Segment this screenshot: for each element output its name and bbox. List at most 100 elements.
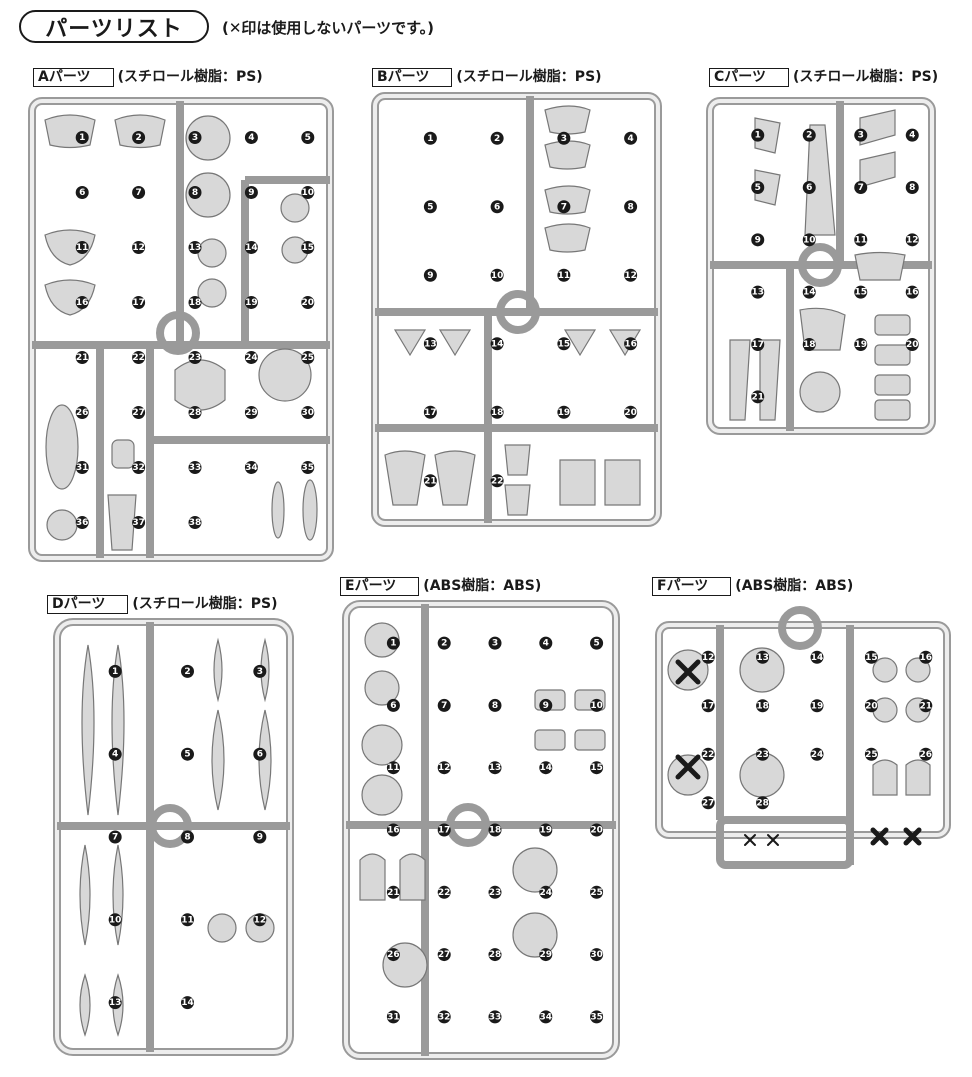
sheet-label-a: Aパーツ(スチロール樹脂：PS): [33, 66, 263, 87]
svg-text:12: 12: [254, 915, 267, 925]
svg-text:12: 12: [132, 243, 145, 253]
svg-text:13: 13: [751, 288, 764, 298]
part-number-d-6: 6: [253, 747, 267, 761]
svg-text:21: 21: [751, 392, 764, 402]
svg-text:29: 29: [540, 950, 553, 960]
part-number-e-1: 1: [386, 636, 400, 650]
sheet-tag-b: Bパーツ: [372, 68, 453, 87]
part-number-a-7: 7: [132, 186, 146, 199]
svg-text:15: 15: [302, 243, 315, 253]
part-number-a-22: 22: [132, 351, 146, 364]
runner-frame-f: [655, 606, 951, 869]
svg-text:4: 4: [627, 134, 633, 144]
part-number-b-9: 9: [423, 268, 437, 282]
svg-text:15: 15: [865, 653, 878, 663]
part-number-e-31: 31: [386, 1010, 400, 1024]
part-number-b-5: 5: [423, 200, 437, 214]
svg-text:24: 24: [245, 353, 258, 363]
svg-text:28: 28: [189, 408, 202, 418]
part-number-c-13: 13: [751, 285, 765, 299]
svg-text:30: 30: [590, 950, 603, 960]
part-number-a-2: 2: [132, 131, 146, 144]
svg-text:8: 8: [184, 833, 190, 843]
parts-f: [667, 647, 931, 798]
part-number-e-12: 12: [437, 761, 451, 775]
sheet-label-b: Bパーツ(スチロール樹脂：PS): [372, 66, 602, 87]
svg-text:17: 17: [132, 298, 145, 308]
part-number-e-18: 18: [488, 823, 502, 837]
svg-text:25: 25: [302, 353, 315, 363]
part-number-f-14: 14: [810, 650, 824, 664]
sheet-tag-c: Cパーツ: [709, 68, 789, 87]
part-number-e-35: 35: [590, 1010, 604, 1024]
part-number-a-14: 14: [244, 241, 258, 254]
part-number-b-7: 7: [557, 200, 571, 214]
part-number-a-11: 11: [75, 241, 89, 254]
part-number-f-13: 13: [756, 650, 770, 664]
svg-text:2: 2: [184, 667, 190, 677]
sheet-material-e: (ABS樹脂：ABS): [423, 578, 542, 594]
part-number-d-10: 10: [108, 913, 122, 927]
svg-text:12: 12: [438, 763, 451, 773]
svg-text:16: 16: [76, 298, 89, 308]
svg-text:32: 32: [132, 463, 145, 473]
part-number-c-15: 15: [854, 285, 868, 299]
svg-text:27: 27: [438, 950, 451, 960]
part-number-e-10: 10: [590, 698, 604, 712]
part-number-b-14: 14: [490, 337, 504, 351]
svg-text:9: 9: [755, 235, 761, 245]
part-number-e-5: 5: [590, 636, 604, 650]
svg-text:20: 20: [590, 826, 603, 836]
part-number-a-5: 5: [301, 131, 315, 144]
part-number-a-4: 4: [244, 131, 258, 144]
part-number-f-18: 18: [756, 699, 770, 713]
part-number-e-25: 25: [590, 885, 604, 899]
sheet-material-b: (スチロール樹脂：PS): [456, 69, 602, 85]
part-number-b-18: 18: [490, 405, 504, 419]
part-number-e-13: 13: [488, 761, 502, 775]
part-number-c-3: 3: [854, 128, 868, 142]
runner-frame-d: [53, 618, 294, 1056]
part-number-e-8: 8: [488, 698, 502, 712]
svg-text:36: 36: [76, 518, 89, 528]
part-number-d-13: 13: [108, 996, 122, 1010]
part-number-c-8: 8: [905, 181, 919, 194]
part-number-e-14: 14: [539, 761, 553, 775]
part-number-c-12: 12: [905, 233, 919, 247]
part-number-a-27: 27: [132, 406, 146, 419]
part-number-a-29: 29: [244, 406, 258, 419]
part-number-d-2: 2: [181, 664, 194, 678]
svg-text:23: 23: [189, 353, 202, 363]
runner-frame-c: [706, 97, 936, 435]
svg-text:25: 25: [865, 750, 878, 760]
part-number-f-23: 23: [756, 747, 770, 761]
part-number-a-33: 33: [188, 461, 202, 474]
svg-text:38: 38: [189, 518, 202, 528]
sheet-material-f: (ABS樹脂：ABS): [735, 578, 854, 594]
svg-text:1: 1: [112, 667, 118, 677]
part-number-e-11: 11: [386, 761, 400, 775]
sheet-tag-a: Aパーツ: [33, 68, 114, 87]
svg-text:5: 5: [305, 133, 311, 143]
svg-text:23: 23: [756, 750, 769, 760]
part-number-d-4: 4: [108, 747, 122, 761]
part-number-c-19: 19: [854, 338, 868, 351]
svg-text:10: 10: [491, 271, 504, 281]
svg-text:18: 18: [491, 408, 504, 418]
part-number-c-5: 5: [751, 181, 765, 194]
part-number-d-1: 1: [108, 664, 122, 678]
svg-text:24: 24: [811, 750, 824, 760]
svg-text:10: 10: [803, 235, 816, 245]
svg-text:8: 8: [909, 183, 915, 193]
part-number-b-19: 19: [557, 405, 571, 419]
svg-text:14: 14: [803, 288, 816, 298]
svg-text:11: 11: [558, 271, 571, 281]
svg-text:10: 10: [590, 701, 603, 711]
svg-text:35: 35: [590, 1012, 603, 1022]
svg-text:3: 3: [858, 131, 864, 141]
svg-text:9: 9: [427, 271, 433, 281]
svg-text:17: 17: [424, 408, 437, 418]
part-number-a-24: 24: [244, 351, 258, 364]
svg-text:17: 17: [438, 826, 451, 836]
part-number-a-18: 18: [188, 296, 202, 309]
